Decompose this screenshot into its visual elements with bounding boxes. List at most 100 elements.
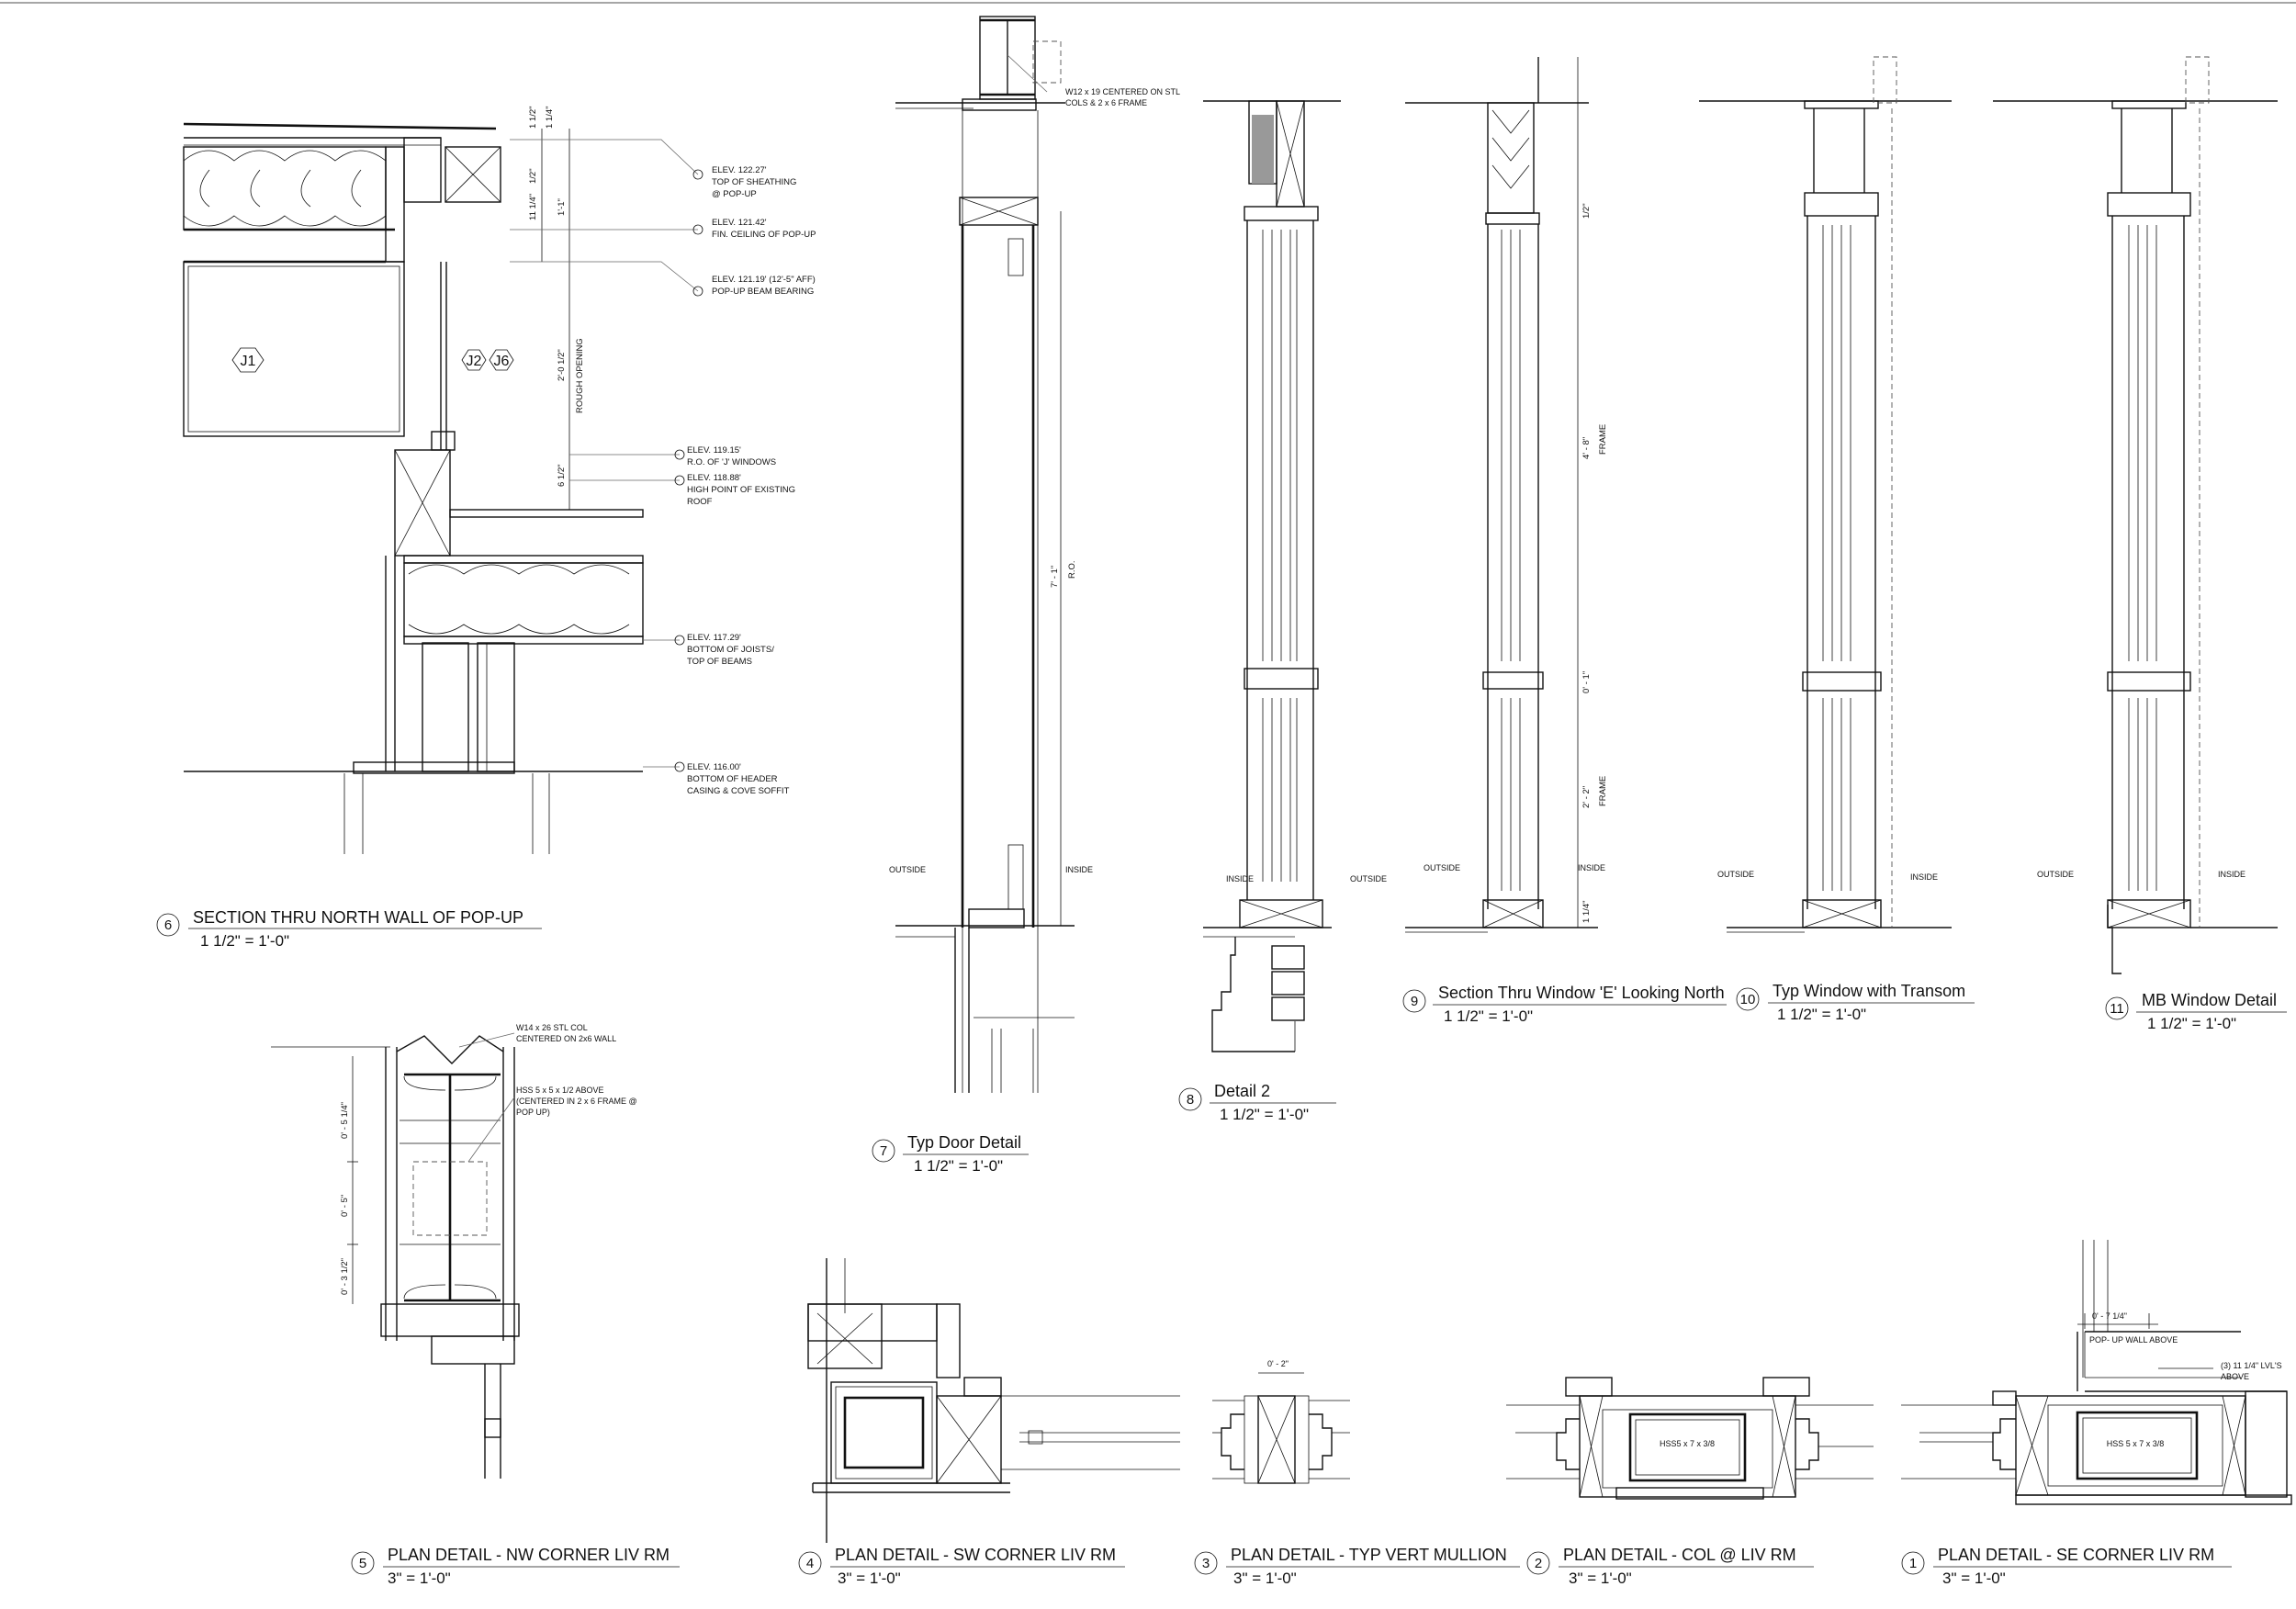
svg-text:CENTERED ON 2x6 WALL: CENTERED ON 2x6 WALL	[516, 1034, 616, 1043]
svg-text:3" = 1'-0": 3" = 1'-0"	[388, 1570, 451, 1587]
detail-4-sw-corner	[807, 1258, 1180, 1543]
detail-8: INSIDE	[1203, 100, 1341, 1052]
svg-text:SECTION THRU NORTH WALL OF POP: SECTION THRU NORTH WALL OF POP-UP	[193, 908, 523, 927]
svg-text:HSS 5 x 7 x 3/8: HSS 5 x 7 x 3/8	[2107, 1439, 2165, 1448]
svg-text:11: 11	[2110, 1001, 2124, 1017]
svg-text:2: 2	[1535, 1556, 1542, 1571]
svg-text:Section Thru Window 'E' Lookin: Section Thru Window 'E' Looking North	[1438, 984, 1725, 1002]
svg-text:PLAN DETAIL - SE CORNER LIV RM: PLAN DETAIL - SE CORNER LIV RM	[1938, 1546, 2214, 1564]
svg-text:Typ Window with Transom: Typ Window with Transom	[1773, 982, 1965, 1000]
svg-text:FRAME: FRAME	[1598, 424, 1608, 455]
svg-text:3: 3	[1202, 1556, 1210, 1571]
detail-10-window-transom: OUTSIDE INSIDE	[1699, 56, 1952, 933]
svg-text:INSIDE: INSIDE	[2218, 870, 2245, 879]
svg-text:ELEV. 121.19' (12'-5" AFF): ELEV. 121.19' (12'-5" AFF)	[712, 275, 816, 285]
svg-text:PLAN DETAIL - SW CORNER LIV RM: PLAN DETAIL - SW CORNER LIV RM	[835, 1546, 1116, 1564]
title-detail-4: 4 PLAN DETAIL - SW CORNER LIV RM 3" = 1'…	[798, 1546, 1125, 1587]
title-detail-9: 9 Section Thru Window 'E' Looking North …	[1402, 984, 1727, 1025]
svg-text:8: 8	[1187, 1092, 1194, 1108]
svg-text:2'-0 1/2": 2'-0 1/2"	[557, 349, 567, 381]
svg-text:CASING & COVE SOFFIT: CASING & COVE SOFFIT	[687, 786, 790, 796]
svg-text:ELEV. 121.42': ELEV. 121.42'	[712, 218, 767, 228]
svg-text:OUTSIDE: OUTSIDE	[1350, 874, 1387, 883]
svg-text:ROUGH OPENING: ROUGH OPENING	[575, 338, 585, 413]
detail-6-section-north-wall: J1 J2 J6 1 1/2" 1 1/4	[183, 106, 816, 854]
svg-text:1'-1": 1'-1"	[557, 198, 567, 216]
svg-text:4: 4	[806, 1556, 814, 1571]
svg-text:R.O.: R.O.	[1067, 560, 1077, 579]
svg-text:ELEV. 119.15': ELEV. 119.15'	[687, 445, 741, 456]
svg-text:INSIDE: INSIDE	[1226, 874, 1254, 883]
svg-text:3" = 1'-0": 3" = 1'-0"	[1569, 1570, 1632, 1587]
svg-text:3" = 1'-0": 3" = 1'-0"	[1233, 1570, 1297, 1587]
svg-text:POP UP): POP UP)	[516, 1108, 550, 1117]
title-detail-2: 2 PLAN DETAIL - COL @ LIV RM 3" = 1'-0"	[1526, 1546, 1814, 1587]
svg-text:BOTTOM OF HEADER: BOTTOM OF HEADER	[687, 774, 778, 784]
window-tag-j6: J6	[489, 349, 514, 371]
svg-text:1 1/4": 1 1/4"	[545, 106, 555, 129]
window-tag-j1: J1	[231, 347, 264, 373]
svg-text:0' - 5": 0' - 5"	[340, 1195, 350, 1217]
svg-text:ELEV. 118.88': ELEV. 118.88'	[687, 473, 741, 483]
svg-text:3" = 1'-0": 3" = 1'-0"	[838, 1570, 901, 1587]
svg-text:9: 9	[1411, 994, 1418, 1009]
svg-text:INSIDE: INSIDE	[1910, 872, 1938, 882]
svg-text:11 1/4": 11 1/4"	[528, 194, 538, 220]
svg-text:6: 6	[164, 917, 172, 933]
detail-1-se-corner: 0' - 7 1/4" POP- UP WALL ABOVE (3) 11 1/…	[1901, 1240, 2292, 1505]
detail-3-vert-mullion: 0' - 2"	[1212, 1359, 1350, 1484]
svg-text:HSS5 x 7 x 3/8: HSS5 x 7 x 3/8	[1660, 1439, 1715, 1448]
svg-text:1 1/2" = 1'-0": 1 1/2" = 1'-0"	[200, 932, 289, 950]
svg-text:J1: J1	[241, 354, 256, 369]
svg-text:0' - 2": 0' - 2"	[1267, 1359, 1289, 1368]
svg-text:1 1/2": 1 1/2"	[528, 106, 538, 129]
svg-text:INSIDE: INSIDE	[1578, 863, 1605, 872]
svg-text:1 1/2" = 1'-0": 1 1/2" = 1'-0"	[914, 1157, 1003, 1175]
svg-text:1 1/4": 1 1/4"	[1581, 900, 1592, 923]
svg-text:1: 1	[1909, 1556, 1917, 1571]
svg-text:R.O. OF 'J' WINDOWS: R.O. OF 'J' WINDOWS	[687, 457, 776, 467]
svg-text:PLAN DETAIL - NW CORNER LIV RM: PLAN DETAIL - NW CORNER LIV RM	[388, 1546, 670, 1564]
svg-text:INSIDE: INSIDE	[1065, 865, 1093, 874]
svg-text:J6: J6	[494, 354, 510, 369]
svg-text:J2: J2	[467, 354, 482, 369]
svg-text:OUTSIDE: OUTSIDE	[889, 865, 926, 874]
svg-text:COLS & 2 x 6 FRAME: COLS & 2 x 6 FRAME	[1065, 98, 1147, 107]
svg-text:HIGH POINT OF EXISTING: HIGH POINT OF EXISTING	[687, 485, 795, 495]
svg-text:3" = 1'-0": 3" = 1'-0"	[1942, 1570, 2006, 1587]
svg-text:1 1/2" = 1'-0": 1 1/2" = 1'-0"	[1444, 1007, 1533, 1025]
svg-text:ABOVE: ABOVE	[2221, 1372, 2249, 1381]
svg-text:ROOF: ROOF	[687, 497, 713, 507]
svg-text:TOP OF BEAMS: TOP OF BEAMS	[687, 657, 752, 667]
svg-text:W14 x 26 STL COL: W14 x 26 STL COL	[516, 1023, 588, 1032]
svg-text:PLAN DETAIL - TYP VERT MULLION: PLAN DETAIL - TYP VERT MULLION	[1231, 1546, 1507, 1564]
svg-text:Typ Door Detail: Typ Door Detail	[907, 1133, 1021, 1152]
svg-text:OUTSIDE: OUTSIDE	[1424, 863, 1460, 872]
svg-text:0' - 1": 0' - 1"	[1581, 671, 1592, 693]
svg-text:OUTSIDE: OUTSIDE	[2037, 870, 2074, 879]
svg-text:W12 x 19 CENTERED ON STL: W12 x 19 CENTERED ON STL	[1065, 87, 1180, 96]
svg-text:6 1/2": 6 1/2"	[557, 464, 567, 487]
svg-text:0' - 3 1/2": 0' - 3 1/2"	[340, 1258, 350, 1295]
detail-2-col: HSS5 x 7 x 3/8	[1506, 1377, 1874, 1500]
svg-text:POP- UP WALL ABOVE: POP- UP WALL ABOVE	[2089, 1335, 2178, 1345]
title-detail-7: 7 Typ Door Detail 1 1/2" = 1'-0"	[872, 1133, 1029, 1175]
svg-text:OUTSIDE: OUTSIDE	[1717, 870, 1754, 879]
svg-text:@ POP-UP: @ POP-UP	[712, 189, 757, 199]
title-detail-10: 10 Typ Window with Transom 1 1/2" = 1'-0…	[1736, 982, 1975, 1023]
title-detail-6: 6 SECTION THRU NORTH WALL OF POP-UP 1 1/…	[156, 908, 542, 950]
detail-9-window-e: OUTSIDE 1/2" 4' - 8" FRAME 0' - 1" 2' - …	[1350, 57, 1608, 933]
svg-text:1 1/2" = 1'-0": 1 1/2" = 1'-0"	[1220, 1106, 1309, 1123]
svg-text:1/2": 1/2"	[528, 168, 538, 184]
svg-text:5: 5	[359, 1556, 366, 1571]
detail-5-nw-corner: 0' - 5 1/4" 0' - 5" 0' - 3 1/2" W14 x 26…	[271, 1023, 637, 1479]
svg-text:4' - 8": 4' - 8"	[1581, 437, 1592, 459]
title-detail-3: 3 PLAN DETAIL - TYP VERT MULLION 3" = 1'…	[1194, 1546, 1520, 1587]
title-detail-5: 5 PLAN DETAIL - NW CORNER LIV RM 3" = 1'…	[351, 1546, 680, 1587]
svg-text:7: 7	[880, 1143, 887, 1159]
svg-text:2' - 2": 2' - 2"	[1581, 786, 1592, 808]
detail-11-mb-window: OUTSIDE INSIDE	[1993, 56, 2278, 974]
svg-text:Detail 2: Detail 2	[1214, 1082, 1270, 1100]
title-detail-1: 1 PLAN DETAIL - SE CORNER LIV RM 3" = 1'…	[1901, 1546, 2232, 1587]
